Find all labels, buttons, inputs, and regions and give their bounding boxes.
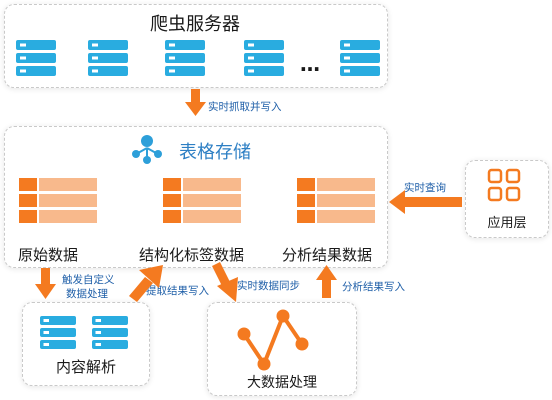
table-icon-analysis: [297, 178, 375, 223]
table-icon-structured: [163, 178, 241, 223]
more-servers-ellipsis: …: [300, 52, 320, 76]
server-icon: [165, 40, 205, 76]
store-label-analysis: 分析结果数据: [282, 246, 373, 264]
arrow-bigdata-to-analysis: [316, 265, 337, 298]
edge-label-analysis-write: 分析结果写入: [342, 281, 405, 293]
server-icon: [16, 40, 56, 76]
content-parse-title: 内容解析: [55, 358, 116, 376]
arrow-parse-to-structured: [129, 265, 163, 302]
edge-label-extract-write: 提取结果写入: [146, 285, 209, 297]
edge-label-realtime-query: 实时查询: [404, 182, 446, 194]
arrow-crawl-to-store: [185, 89, 206, 116]
network-cloud-icon: [132, 135, 162, 164]
edge-label-trigger-2: 数据处理: [66, 288, 108, 300]
table-icon-raw: [19, 178, 97, 223]
big-data-graph-icon: [237, 309, 309, 371]
edge-label-trigger-1: 触发自定义: [62, 274, 115, 286]
big-data-title: 大数据处理: [247, 375, 317, 391]
crawler-server-title: 爬虫服务器: [150, 14, 240, 35]
arrow-app-to-store: [389, 190, 462, 214]
server-icon: [92, 316, 128, 349]
store-label-structured: 结构化标签数据: [139, 246, 245, 264]
server-icon: [244, 40, 284, 76]
edge-label-crawl-write: 实时抓取并写入: [208, 101, 282, 113]
app-layer-title: 应用层: [487, 216, 527, 231]
store-label-raw: 原始数据: [18, 246, 79, 264]
app-grid-icon: [487, 168, 521, 202]
arrow-structured-to-bigdata: [212, 262, 238, 302]
arrow-raw-to-parse: [35, 268, 56, 299]
edge-label-realtime-sync: 实时数据同步: [237, 280, 300, 292]
server-icon: [88, 40, 128, 76]
server-icon: [340, 40, 380, 76]
server-icon: [40, 316, 76, 349]
table-store-title: 表格存储: [179, 142, 251, 163]
